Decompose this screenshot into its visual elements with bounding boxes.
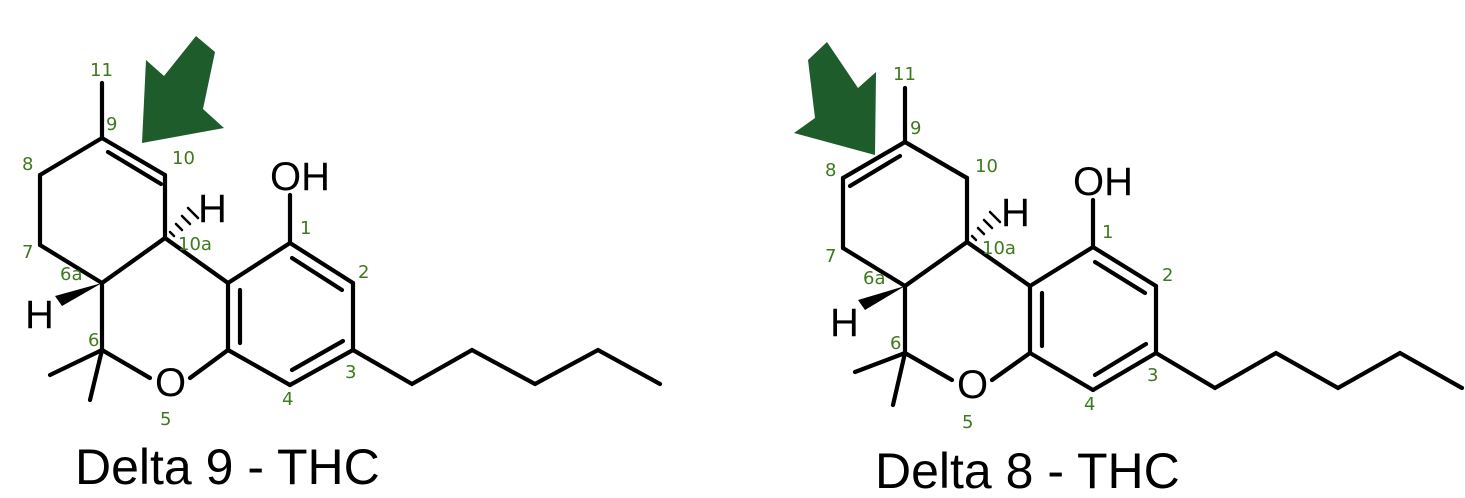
locant-6a: 6a: [60, 264, 82, 285]
stereo-h-6a: H: [830, 301, 859, 345]
arrow-icon: [794, 42, 876, 155]
ring-oxygen-label: O: [957, 363, 988, 407]
locant-6: 6: [890, 333, 901, 354]
locant-2: 2: [358, 262, 369, 283]
locant-6: 6: [88, 330, 99, 351]
locant-9: 9: [910, 118, 921, 139]
atom-labels-delta8: OH O H H: [830, 160, 1133, 407]
locant-5: 5: [160, 409, 171, 430]
locant-2: 2: [1162, 265, 1173, 286]
locant-1: 1: [300, 218, 311, 239]
double-bond-9-10: [105, 149, 164, 187]
locant-numbers-delta8: 11 9 8 10 10a 7 6a 6 5 1 2 3 4: [825, 64, 1173, 433]
molecule-delta8-thc: OH O H H 11 9 8 10 10a 7 6a 6 5 1 2 3 4 …: [794, 42, 1465, 498]
hydroxyl-label: OH: [1073, 160, 1133, 204]
wedge-bond-6a: [858, 286, 905, 310]
stereo-h-10a: H: [1001, 191, 1030, 235]
hashed-bond-10a: [168, 206, 200, 238]
locant-5: 5: [962, 412, 973, 433]
locant-11: 11: [90, 60, 113, 81]
ring-oxygen-label: O: [155, 361, 186, 405]
arrow-icon: [142, 36, 224, 143]
caption-delta9: Delta 9 - THC: [75, 439, 380, 495]
locant-4: 4: [282, 389, 293, 410]
double-bond-8-9: [847, 153, 903, 189]
locant-10: 10: [172, 148, 195, 169]
locant-4: 4: [1084, 394, 1095, 415]
locant-6a: 6a: [863, 268, 885, 289]
stereo-h-10a: H: [198, 187, 227, 231]
locant-3: 3: [345, 362, 356, 383]
locant-7: 7: [825, 246, 836, 267]
bonds-delta8: [840, 85, 1465, 408]
locant-11: 11: [893, 64, 916, 85]
locant-numbers-delta9: 11 9 8 10 10a 7 6a 6 5 1 2 3 4: [22, 60, 369, 430]
locant-7: 7: [22, 242, 33, 263]
atom-labels-delta9: OH O H H: [25, 155, 330, 405]
molecule-delta9-thc: OH O H H 11 9 8 10 10a 7 6a 6 5 1 2 3 4 …: [22, 36, 663, 495]
locant-10a: 10a: [178, 234, 212, 255]
hydroxyl-label: OH: [270, 155, 330, 199]
locant-9: 9: [106, 114, 117, 135]
locant-10a: 10a: [982, 238, 1016, 259]
locant-8: 8: [22, 154, 33, 175]
hashed-bond-10a: [970, 210, 1002, 242]
wedge-bond-6a: [55, 283, 102, 306]
caption-delta8: Delta 8 - THC: [875, 443, 1180, 498]
bonds-delta9: [37, 80, 663, 403]
locant-1: 1: [1102, 222, 1113, 243]
locant-8: 8: [825, 160, 836, 181]
stereo-h-6a: H: [25, 293, 54, 337]
locant-10: 10: [975, 156, 998, 177]
locant-3: 3: [1147, 365, 1158, 386]
